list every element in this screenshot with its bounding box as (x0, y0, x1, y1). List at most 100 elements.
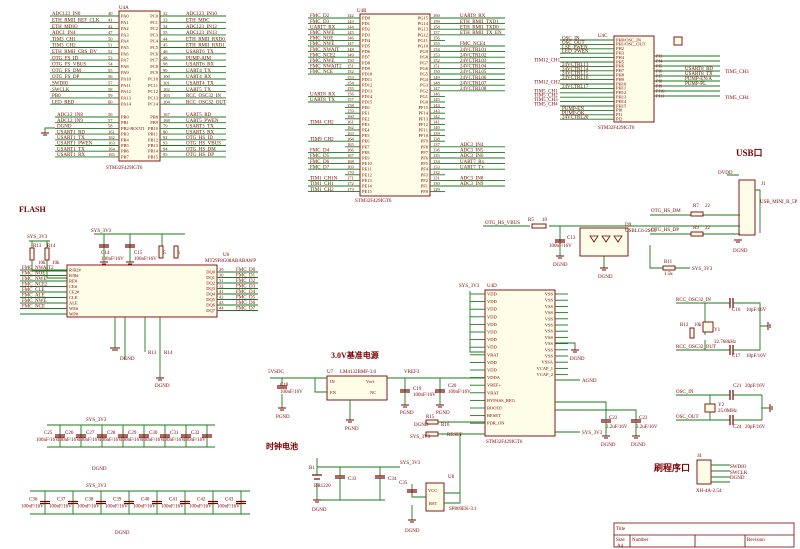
u4b-pin-name: PG5 (420, 72, 429, 77)
u6-pin-name: DQ7 (206, 308, 215, 313)
u4c-net-left: PUMP-OK (562, 111, 585, 116)
prog-swdio: SWDIO (730, 465, 747, 470)
u4d-pin-name: VREF+ (487, 383, 502, 388)
cap-label: C27 (86, 431, 95, 436)
u4b-pin-number: 165 (347, 142, 355, 147)
u4c-pin-name: PI6 (656, 69, 663, 74)
c20-value: 100nF/16V (448, 390, 471, 395)
u4b-pin-number: 140 (433, 125, 441, 130)
bt-value: BR1220 (314, 484, 331, 489)
u8-3v3: SYS_3V3 (400, 461, 421, 466)
cap-value: 100nF/16V (141, 438, 164, 443)
u4a-pin-number: 40 (108, 11, 113, 16)
u6-pin-name: DQ0 (206, 270, 215, 275)
u4a-net-right: ETH_MDC (186, 19, 210, 24)
u4b-pin-number: 159 (433, 19, 441, 24)
u4c-net-left: 24VCTRL16 (562, 76, 589, 81)
u4a-pin-name: PA0 (121, 14, 129, 19)
u4c-note2: TIM5_CH4 (725, 96, 749, 101)
c14-label: C14 (101, 251, 110, 256)
u6-pin-name: WE# (69, 306, 79, 311)
usb-part: USB_MINI_B_5P (760, 200, 797, 205)
u4a-pin-number: 55 (108, 68, 113, 73)
u4b-pin-name: PG7 (420, 60, 429, 65)
u4b-body (359, 13, 431, 197)
u4b-pin-name: PE9 (362, 156, 370, 161)
u4b-net-left: FMC_NCE2 (310, 53, 336, 58)
u4a-net-left: ADC123_IN0 (52, 12, 81, 17)
u4b-pin-number: 158 (433, 24, 441, 29)
vref-title: 3.0V基准电源 (331, 350, 379, 360)
u4d-pin-name: VSS (545, 354, 554, 359)
u4d-pin-name: VSS (545, 323, 554, 328)
cap-value: 100nF/16V (120, 438, 143, 443)
u4d-body (484, 289, 556, 437)
u4d-pin-name: VDD (487, 337, 497, 342)
u4b-pin-number: 169 (347, 164, 355, 169)
r14b-label: R13 (148, 351, 157, 356)
u4d-pin-name: VBAT (487, 352, 499, 357)
u6-net-right: FMC_D7 (236, 307, 256, 312)
u4c-pin-name: PI1 (616, 112, 622, 117)
u4a-pin-number: 58 (108, 124, 113, 129)
u6-pin-name: DQ6 (206, 303, 215, 308)
svg-text:RST: RST (429, 501, 438, 506)
decoup-3v3-2: SYS_3V3 (86, 484, 107, 489)
u4a-pin-name: PC10 (148, 77, 159, 82)
u4c-net-left: LED_PWEN (562, 50, 589, 55)
u4b-pin-name: PE5 (362, 133, 370, 138)
r12-value: 10k (694, 323, 702, 328)
u4c-pin-name: PH12 (616, 90, 626, 95)
u4b-net-left: TIM9_CH2 (310, 137, 334, 142)
u4a-pin-number: 45 (163, 43, 168, 48)
u4a-pin-number: 92 (163, 135, 168, 140)
u4a-pin-name: PB8 (150, 115, 159, 120)
u4b-net-left: TIM1_CH1N (310, 177, 338, 182)
r11-label: R11 (664, 260, 673, 265)
u4a-pin-number: 162 (108, 135, 115, 140)
u4a-net-left2: ADC12_IN9 (57, 119, 83, 124)
c13-label: C13 (567, 236, 576, 241)
u4b-pin-number: 143 (433, 108, 441, 113)
u4b-pin-number: 158 (347, 103, 355, 108)
u4b-pin-name: PE6 (362, 139, 370, 144)
u4b-pin-name: PE8 (362, 150, 370, 155)
u4a-pin-number: 100 (163, 74, 171, 79)
u4b-pin-name: PD8 (362, 60, 371, 65)
u6-net-right: FMC_D4 (236, 290, 256, 295)
u4d-pin-name: VCAP_2 (536, 372, 553, 377)
u4c-net-left: OSC_OUT (562, 41, 585, 46)
c23-dgnd: DGND (631, 443, 646, 448)
u4a-net-right: PUMP-AIM (186, 56, 212, 61)
u4b-pin-number: 156 (433, 36, 441, 41)
u4b-pin-name: PD0 (362, 16, 371, 21)
r7b-label: R7 (693, 204, 699, 209)
u4b-pin-number: 142 (347, 13, 354, 18)
u4a-net-left2: ADC12_IN8 (57, 113, 83, 118)
cap-label: C36 (29, 498, 38, 503)
r16-label: R16 (441, 423, 450, 428)
u4a-pin-number: 165 (108, 152, 116, 157)
u4a-net-left2: USART1_RX (57, 153, 85, 158)
u4b-pin-number: 150 (347, 58, 355, 63)
u6-pin-name: DQ2 (206, 281, 215, 286)
usb-pullup-3v3: SYS_3V3 (692, 267, 713, 272)
reset-3v3: SYS_3V3 (410, 435, 431, 440)
u4b-pin-number: 155 (347, 86, 355, 91)
u4b-pin-number: 151 (347, 64, 354, 69)
u4b-ref: U4B (357, 9, 367, 14)
u4a-pin-name: PC14 (148, 102, 159, 107)
u6-pin-name: R/B2# (69, 268, 82, 273)
cap-value: 100nF/16V (183, 438, 206, 443)
u4b-pin-name: PG9 (420, 49, 429, 54)
u6-pin-number: 31 (219, 278, 224, 283)
u4d-part: STM32F429IGT6 (486, 440, 523, 445)
u4d-pin-name: VDD (487, 307, 497, 312)
u4a-pin-name: PC8 (150, 64, 159, 69)
u6-pin-name: CE2# (69, 290, 80, 295)
u4d-block: SYS_3V3 U4D VDDVDDVDDVDDVDDVDDVDDVDDVBAT… (410, 284, 658, 460)
